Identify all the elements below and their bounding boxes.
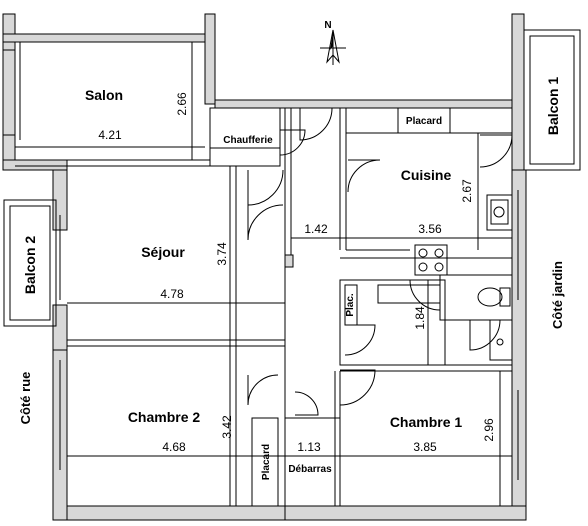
- room-label-sejour: Séjour: [141, 244, 185, 260]
- dim-chambre1-width: 3.85: [413, 440, 437, 454]
- room-label-balcon-1: Balcon 1: [545, 77, 561, 136]
- compass-label: N: [324, 20, 331, 31]
- side-label-rue: Côté rue: [18, 372, 33, 425]
- dim-sejour-width: 4.78: [160, 287, 184, 301]
- room-label-balcon-2: Balcon 2: [22, 236, 38, 295]
- dim-sejour-height: 3.74: [215, 242, 229, 266]
- room-label-cuisine: Cuisine: [401, 167, 452, 183]
- dim-cuisine-height: 2.67: [460, 179, 474, 203]
- kitchen-fixtures: [377, 194, 513, 346]
- north-compass: N: [320, 20, 346, 65]
- dim-salon-width: 4.21: [98, 128, 122, 142]
- dimension-lines: [15, 42, 512, 506]
- balcony-2: [3, 199, 57, 327]
- balcony-1: [523, 29, 581, 171]
- room-label-placard-cuisine: Placard: [406, 116, 442, 127]
- room-label-plac: Plac.: [345, 293, 356, 317]
- room-label-chambre-1: Chambre 1: [390, 414, 463, 430]
- room-label-chambre-2: Chambre 2: [128, 409, 201, 425]
- room-label-chaufferie: Chaufferie: [223, 135, 273, 146]
- room-label-placard: Placard: [261, 444, 272, 480]
- dim-chambre2-width: 4.68: [162, 440, 186, 454]
- dim-chambre1-height: 2.96: [482, 418, 496, 442]
- doors: [247, 107, 513, 416]
- dim-salon-height: 2.66: [175, 92, 189, 116]
- dim-chambre2-height: 3.42: [220, 415, 234, 439]
- side-label-jardin: Côté jardin: [550, 261, 565, 329]
- dim-sdb-height: 1.84: [413, 306, 427, 330]
- room-label-debarras: Débarras: [288, 464, 332, 475]
- windows: [3, 42, 519, 480]
- room-label-salon: Salon: [85, 87, 123, 103]
- dim-corridor-width: 1.42: [304, 222, 328, 236]
- dim-debarras-width: 1.13: [297, 440, 321, 454]
- dim-cuisine-width: 3.56: [418, 222, 442, 236]
